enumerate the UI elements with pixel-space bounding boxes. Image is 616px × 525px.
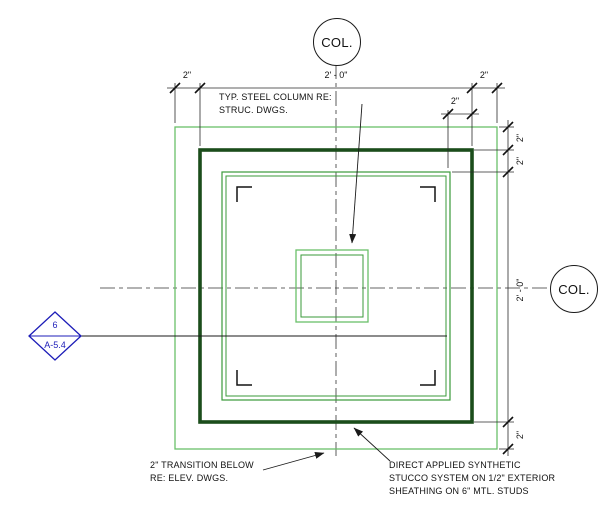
steel-column-square-outer <box>295 249 369 323</box>
leader-steel-column <box>349 103 363 244</box>
stud-framing-square-outer <box>221 171 451 401</box>
outer-finish-square <box>174 126 498 450</box>
note-transition-line2: RE: ELEV. DWGS. <box>150 473 229 483</box>
right-dimension-lines <box>452 120 514 456</box>
section-number: 6 <box>52 320 58 330</box>
dim-right-inner-top: 2" <box>515 156 525 166</box>
note-stucco: DIRECT APPLIED SYNTHETIC STUCCO SYSTEM O… <box>389 459 555 498</box>
note-transition: 2" TRANSITION BELOW RE: ELEV. DWGS. <box>150 459 254 485</box>
dim-right-outer-top: 2" <box>515 133 525 143</box>
corner-clip-bottom-right <box>420 370 436 386</box>
note-transition-line1: 2" TRANSITION BELOW <box>150 460 254 470</box>
grid-bubble-top-label: COL. <box>321 34 353 50</box>
sheathing-square <box>198 148 474 424</box>
corner-clips <box>236 186 436 386</box>
note-steel-column-line2: STRUC. DWGS. <box>219 105 288 115</box>
leader-stucco <box>353 427 391 462</box>
dim-right-overall: 2' - 0" <box>515 278 525 302</box>
corner-clip-top-left <box>236 186 252 202</box>
grid-bubble-right: COL. <box>550 265 598 313</box>
top-dimension-lines <box>167 82 505 168</box>
stud-framing-square-inner <box>225 175 447 397</box>
corner-clip-top-right <box>420 186 436 202</box>
note-stucco-line2: STUCCO SYSTEM ON 1/2" EXTERIOR <box>389 473 556 483</box>
dim-top-outer-left: 2" <box>182 70 192 80</box>
steel-column-square-inner <box>300 254 364 318</box>
grid-bubble-right-label: COL. <box>558 281 590 297</box>
note-steel-column: TYP. STEEL COLUMN RE: STRUC. DWGS. <box>219 91 332 117</box>
leader-lines <box>262 103 391 471</box>
column-wrap-squares <box>174 126 498 450</box>
note-stucco-line3: SHEATHING ON 6" MTL. STUDS <box>389 486 529 496</box>
dim-top-outer-right: 2" <box>479 70 489 80</box>
note-stucco-line1: DIRECT APPLIED SYNTHETIC <box>389 460 521 470</box>
centerlines <box>100 64 550 456</box>
section-sheet: A-5.4 <box>44 340 66 350</box>
grid-bubble-top: COL. <box>313 18 361 66</box>
note-steel-column-line1: TYP. STEEL COLUMN RE: <box>219 92 332 102</box>
dim-top-inner: 2" <box>450 96 460 106</box>
section-callout <box>28 311 447 361</box>
dim-top-overall: 2' - 0" <box>324 70 348 80</box>
dim-right-outer-bottom: 2" <box>515 430 525 440</box>
leader-transition <box>262 452 325 471</box>
corner-clip-bottom-left <box>236 370 252 386</box>
